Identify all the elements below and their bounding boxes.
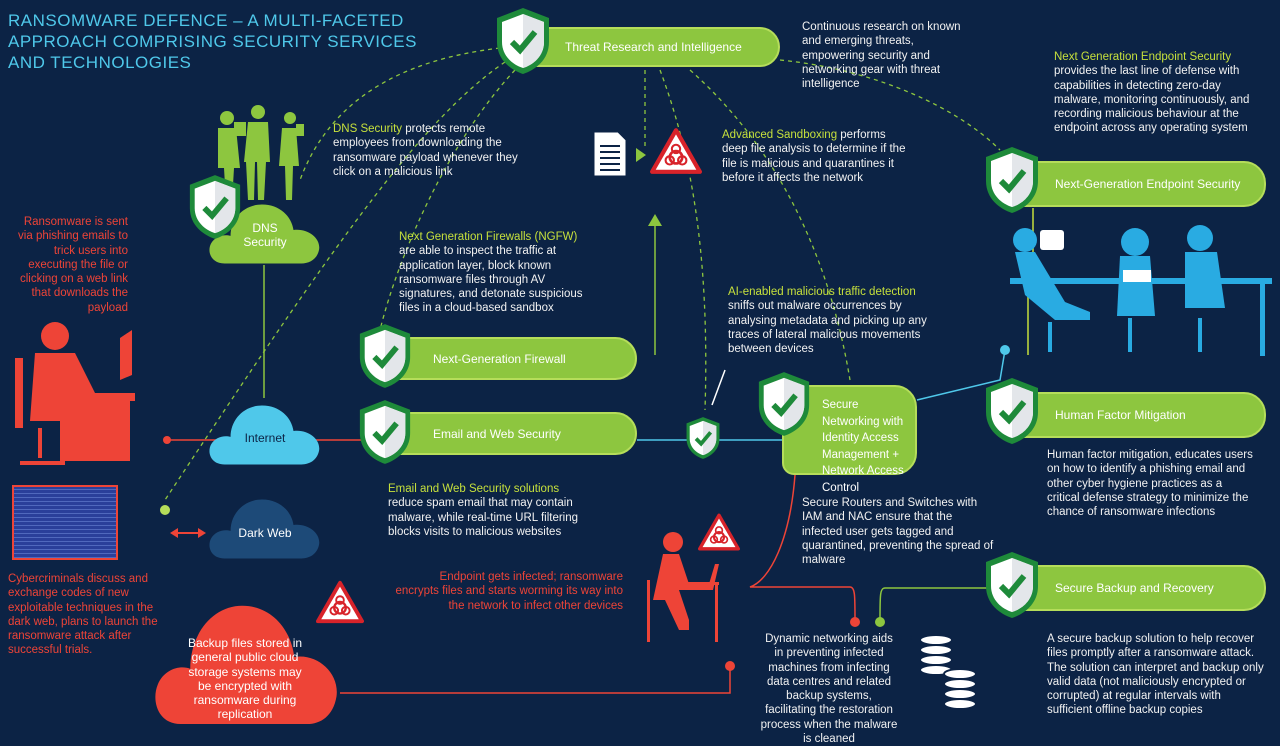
shield-check-icon: [982, 376, 1042, 446]
email-web-description: Email and Web Security solutions reduce s…: [388, 482, 588, 539]
human-factor-description: Human factor mitigation, educates users …: [1047, 449, 1253, 519]
public-cloud-text: Backup files stored in general public cl…: [187, 636, 303, 722]
endpoint-highlight: Next Generation Endpoint Security: [1054, 51, 1232, 63]
sandbox-description: Advanced Sandboxing performs deep file a…: [722, 128, 907, 185]
endpoint-text: provides the last line of defense with c…: [1054, 65, 1250, 135]
shield-check-icon: [684, 412, 722, 464]
ngfw-text: are able to inspect the traffic at appli…: [399, 245, 583, 315]
endpoint-security-label: Next-Generation Endpoint Security: [1055, 177, 1241, 191]
email-web-label: Email and Web Security: [433, 426, 561, 441]
shield-check-icon: [982, 550, 1042, 620]
ngfw-description: Next Generation Firewalls (NGFW) are able…: [399, 230, 599, 316]
secure-networking-label: Secure Networking with Identity Access M…: [822, 399, 904, 494]
document-icon: [593, 131, 627, 177]
ngfw-highlight: Next Generation Firewalls (NGFW): [399, 231, 578, 243]
endpoint-description: Next Generation Endpoint Security provide…: [1054, 50, 1266, 136]
shield-check-icon: [356, 322, 414, 390]
email-web-highlight: Email and Web Security solutions: [388, 483, 560, 495]
backup-pill: Secure Backup and Recovery: [1005, 565, 1266, 611]
threat-research-description: Continuous research on known and emergin…: [802, 21, 961, 91]
sandbox-text: performs deep file analysis to determine…: [722, 129, 906, 184]
email-web-pill: Email and Web Security: [383, 412, 637, 455]
backup-label: Secure Backup and Recovery: [1055, 581, 1214, 595]
biohazard-warning-icon: [316, 580, 364, 624]
shield-check-icon: [186, 173, 244, 241]
shield-check-icon: [356, 398, 414, 466]
shield-check-icon: [493, 6, 553, 76]
dns-security-label: DNS Security: [243, 221, 287, 249]
dns-text: protects remote employees from downloadi…: [333, 123, 518, 178]
human-factor-label: Human Factor Mitigation: [1055, 408, 1186, 422]
internet-label: Internet: [244, 430, 286, 445]
dark-web-threat-text: Cybercriminals discuss and exchange code…: [8, 573, 158, 657]
sandbox-highlight: Advanced Sandboxing: [722, 129, 838, 141]
ai-text: sniffs out malware occurrences by analys…: [728, 300, 927, 356]
dns-highlight: DNS Security: [333, 123, 403, 135]
biohazard-warning-icon: [650, 128, 702, 174]
backup-description: A secure backup solution to help recover…: [1047, 633, 1264, 717]
page-title: RANSOMWARE DEFENCE – A MULTI-FACETED APP…: [8, 11, 417, 72]
phishing-threat-text: Ransomware is sent via phishing emails t…: [18, 216, 128, 314]
dark-web-label: Dark Web: [238, 525, 292, 540]
endpoint-infected-text: Endpoint gets infected; ransomware encry…: [395, 571, 623, 612]
ai-highlight: AI-enabled malicious traffic detection: [728, 286, 916, 298]
routers-description: Secure Routers and Switches with IAM and…: [802, 497, 994, 567]
infected-user-illustration: [647, 532, 719, 642]
dynamic-networking-description: Dynamic networking aids in preventing in…: [760, 633, 898, 746]
firewall-pill: Next-Generation Firewall: [383, 337, 637, 380]
endpoint-security-pill: Next-Generation Endpoint Security: [1005, 161, 1266, 207]
human-factor-pill: Human Factor Mitigation: [1005, 392, 1266, 438]
threat-research-pill: Threat Research and Intelligence: [515, 27, 780, 67]
remote-employees-icon: [218, 105, 304, 202]
threat-research-label: Threat Research and Intelligence: [565, 40, 742, 54]
office-workers-illustration: [1010, 225, 1272, 356]
dns-description: DNS Security protects remote employees f…: [333, 122, 533, 179]
shield-check-icon: [982, 145, 1042, 215]
database-icon: [919, 634, 977, 710]
dark-web-code-screen: [12, 485, 118, 560]
email-web-text: reduce spam email that may contain malwa…: [388, 497, 579, 538]
firewall-label: Next-Generation Firewall: [433, 351, 566, 366]
arrow-right-icon: [636, 148, 646, 162]
ai-detection-description: AI-enabled malicious traffic detection sn…: [728, 285, 943, 356]
attacker-at-desk-illustration: [15, 322, 135, 465]
shield-check-icon: [755, 370, 813, 438]
